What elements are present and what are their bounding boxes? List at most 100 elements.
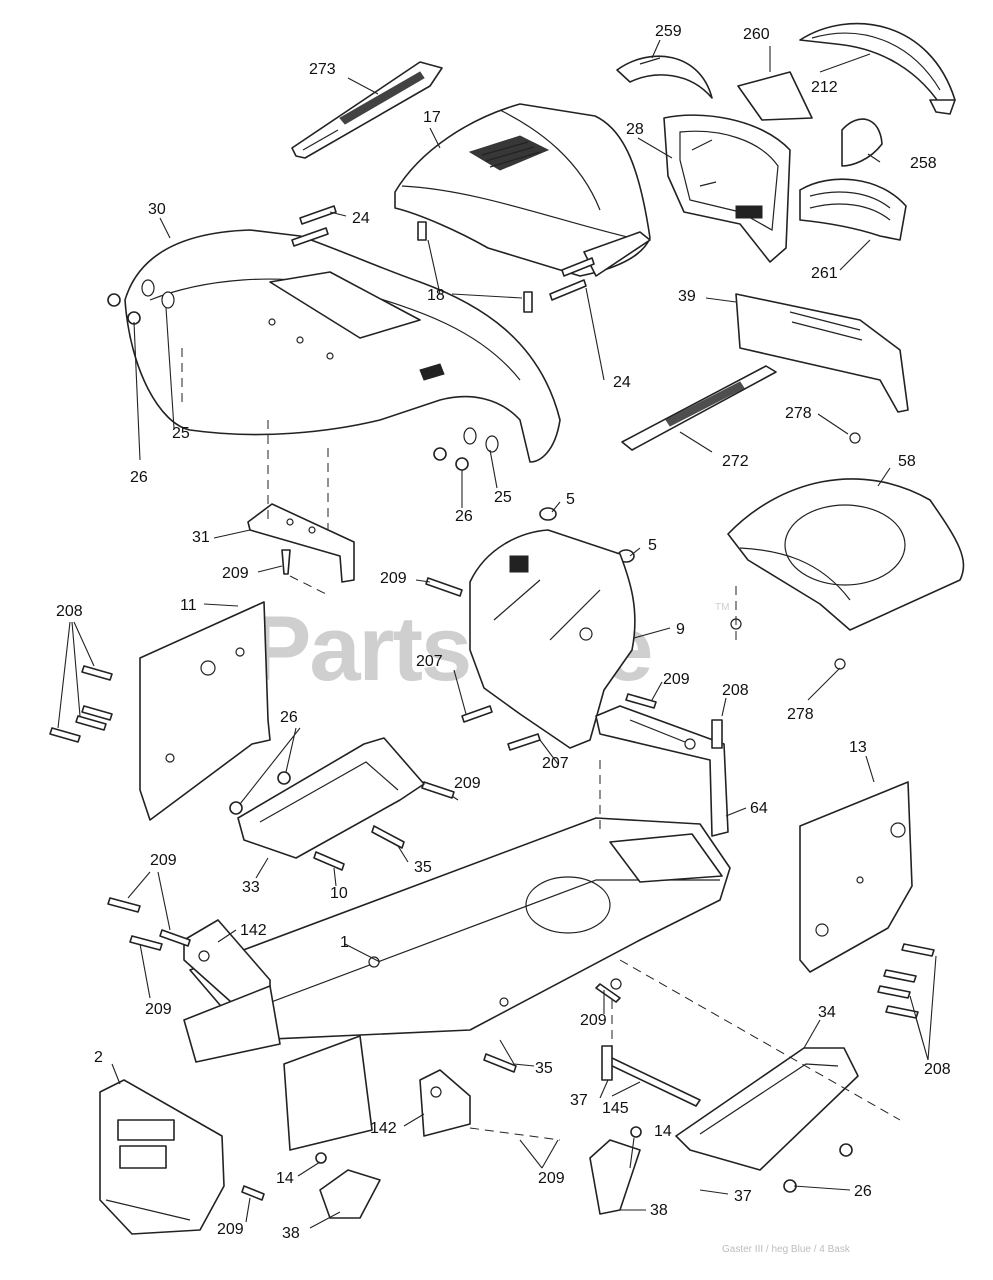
callout-25: 25 — [494, 489, 512, 506]
part-11-side-plate — [139, 601, 271, 821]
callout-26: 26 — [455, 508, 473, 525]
callout-209: 209 — [454, 775, 481, 792]
part-17-hood — [394, 103, 651, 277]
callout-209: 209 — [580, 1012, 607, 1029]
callout-5: 5 — [566, 491, 575, 508]
callout-34: 34 — [818, 1004, 836, 1021]
callout-208: 208 — [924, 1061, 951, 1078]
part-13-side-plate — [799, 781, 913, 973]
callout-64: 64 — [750, 800, 768, 817]
callout-24: 24 — [352, 210, 370, 227]
callout-142: 142 — [240, 922, 267, 939]
callout-209: 209 — [145, 1001, 172, 1018]
part-145-rod — [601, 1045, 701, 1107]
part-209-bolts-lower — [107, 897, 621, 1201]
part-38-brackets — [315, 1126, 642, 1219]
callout-272: 272 — [722, 453, 749, 470]
watermark-trademark: TM — [715, 602, 729, 613]
leader-lines — [57, 39, 937, 1229]
callout-58: 58 — [898, 453, 916, 470]
part-5-bushings — [539, 507, 635, 563]
part-28-grille-frame — [663, 114, 791, 263]
callout-278: 278 — [787, 706, 814, 723]
callout-30: 30 — [148, 201, 166, 218]
callout-24: 24 — [613, 374, 631, 391]
callout-26: 26 — [854, 1183, 872, 1200]
callout-28: 28 — [626, 121, 644, 138]
part-261-grille-insert — [799, 178, 907, 241]
callout-258: 258 — [910, 155, 937, 172]
part-35-bolts — [371, 825, 517, 1073]
part-207-bolts — [461, 705, 541, 751]
callout-208: 208 — [722, 682, 749, 699]
callout-38: 38 — [650, 1202, 668, 1219]
callout-18: 18 — [427, 287, 445, 304]
part-208-bolts-right — [877, 943, 935, 1019]
callout-207: 207 — [542, 755, 569, 772]
part-258-lens — [841, 118, 883, 167]
part-18-clips — [417, 221, 533, 313]
part-142-plates — [183, 919, 471, 1137]
callout-260: 260 — [743, 26, 770, 43]
part-64-bracket — [595, 705, 729, 837]
callout-26: 26 — [280, 709, 298, 726]
callout-11: 11 — [180, 597, 197, 614]
callout-212: 212 — [811, 79, 838, 96]
callout-209: 209 — [663, 671, 690, 688]
part-212-bumper — [799, 22, 956, 115]
callout-2: 2 — [94, 1049, 103, 1066]
part-2-front-plate — [99, 1079, 225, 1235]
callout-33: 33 — [242, 879, 260, 896]
callout-37: 37 — [734, 1188, 752, 1205]
callout-209: 209 — [380, 570, 407, 587]
callout-261: 261 — [811, 265, 838, 282]
callout-207: 207 — [416, 653, 443, 670]
callout-37: 37 — [570, 1092, 588, 1109]
part-34-footrest — [675, 1047, 859, 1193]
callout-25: 25 — [172, 425, 190, 442]
part-39-bracket — [735, 293, 909, 413]
callout-278: 278 — [785, 405, 812, 422]
part-25-26-hardware-left — [107, 279, 175, 325]
callout-9: 9 — [676, 621, 685, 638]
callout-259: 259 — [655, 23, 682, 40]
callout-273: 273 — [309, 61, 336, 78]
callout-142: 142 — [370, 1120, 397, 1137]
part-lower-brackets — [183, 985, 373, 1151]
callout-1: 1 — [340, 934, 349, 951]
alignment-lines — [181, 348, 901, 1141]
callout-14: 14 — [654, 1123, 672, 1140]
part-260-plate — [737, 71, 813, 121]
callout-39: 39 — [678, 288, 696, 305]
callout-35: 35 — [414, 859, 432, 876]
callout-17: 17 — [423, 109, 441, 126]
callout-5: 5 — [648, 537, 657, 554]
part-9-steering-plate — [469, 529, 636, 749]
part-58-deck — [727, 478, 965, 631]
part-33-footrest — [229, 737, 425, 859]
part-25-26-hardware-right — [433, 427, 499, 471]
callout-208: 208 — [56, 603, 83, 620]
callout-31: 31 — [192, 529, 210, 546]
part-24-bolts — [291, 205, 595, 301]
part-30-fender — [124, 229, 561, 463]
part-259-cover — [616, 55, 713, 99]
callout-13: 13 — [849, 739, 867, 756]
callout-38: 38 — [282, 1225, 300, 1242]
part-209-bolts-upper — [281, 549, 657, 799]
callout-209: 209 — [222, 565, 249, 582]
part-273-decal — [291, 61, 443, 159]
callout-209: 209 — [150, 852, 177, 869]
callout-35: 35 — [535, 1060, 553, 1077]
callout-26: 26 — [130, 469, 148, 486]
part-208-bolts-left — [49, 665, 113, 743]
part-272-decal — [621, 365, 777, 451]
part-31-bracket — [247, 503, 355, 583]
callout-labels: 273 259 260 212 17 28 258 30 24 18 261 3… — [56, 23, 951, 1242]
callout-209: 209 — [217, 1221, 244, 1238]
callout-14: 14 — [276, 1170, 294, 1187]
footer-note: Gaster III / heg Blue / 4 Bask — [722, 1244, 851, 1255]
callout-145: 145 — [602, 1100, 629, 1117]
callout-10: 10 — [330, 885, 348, 902]
